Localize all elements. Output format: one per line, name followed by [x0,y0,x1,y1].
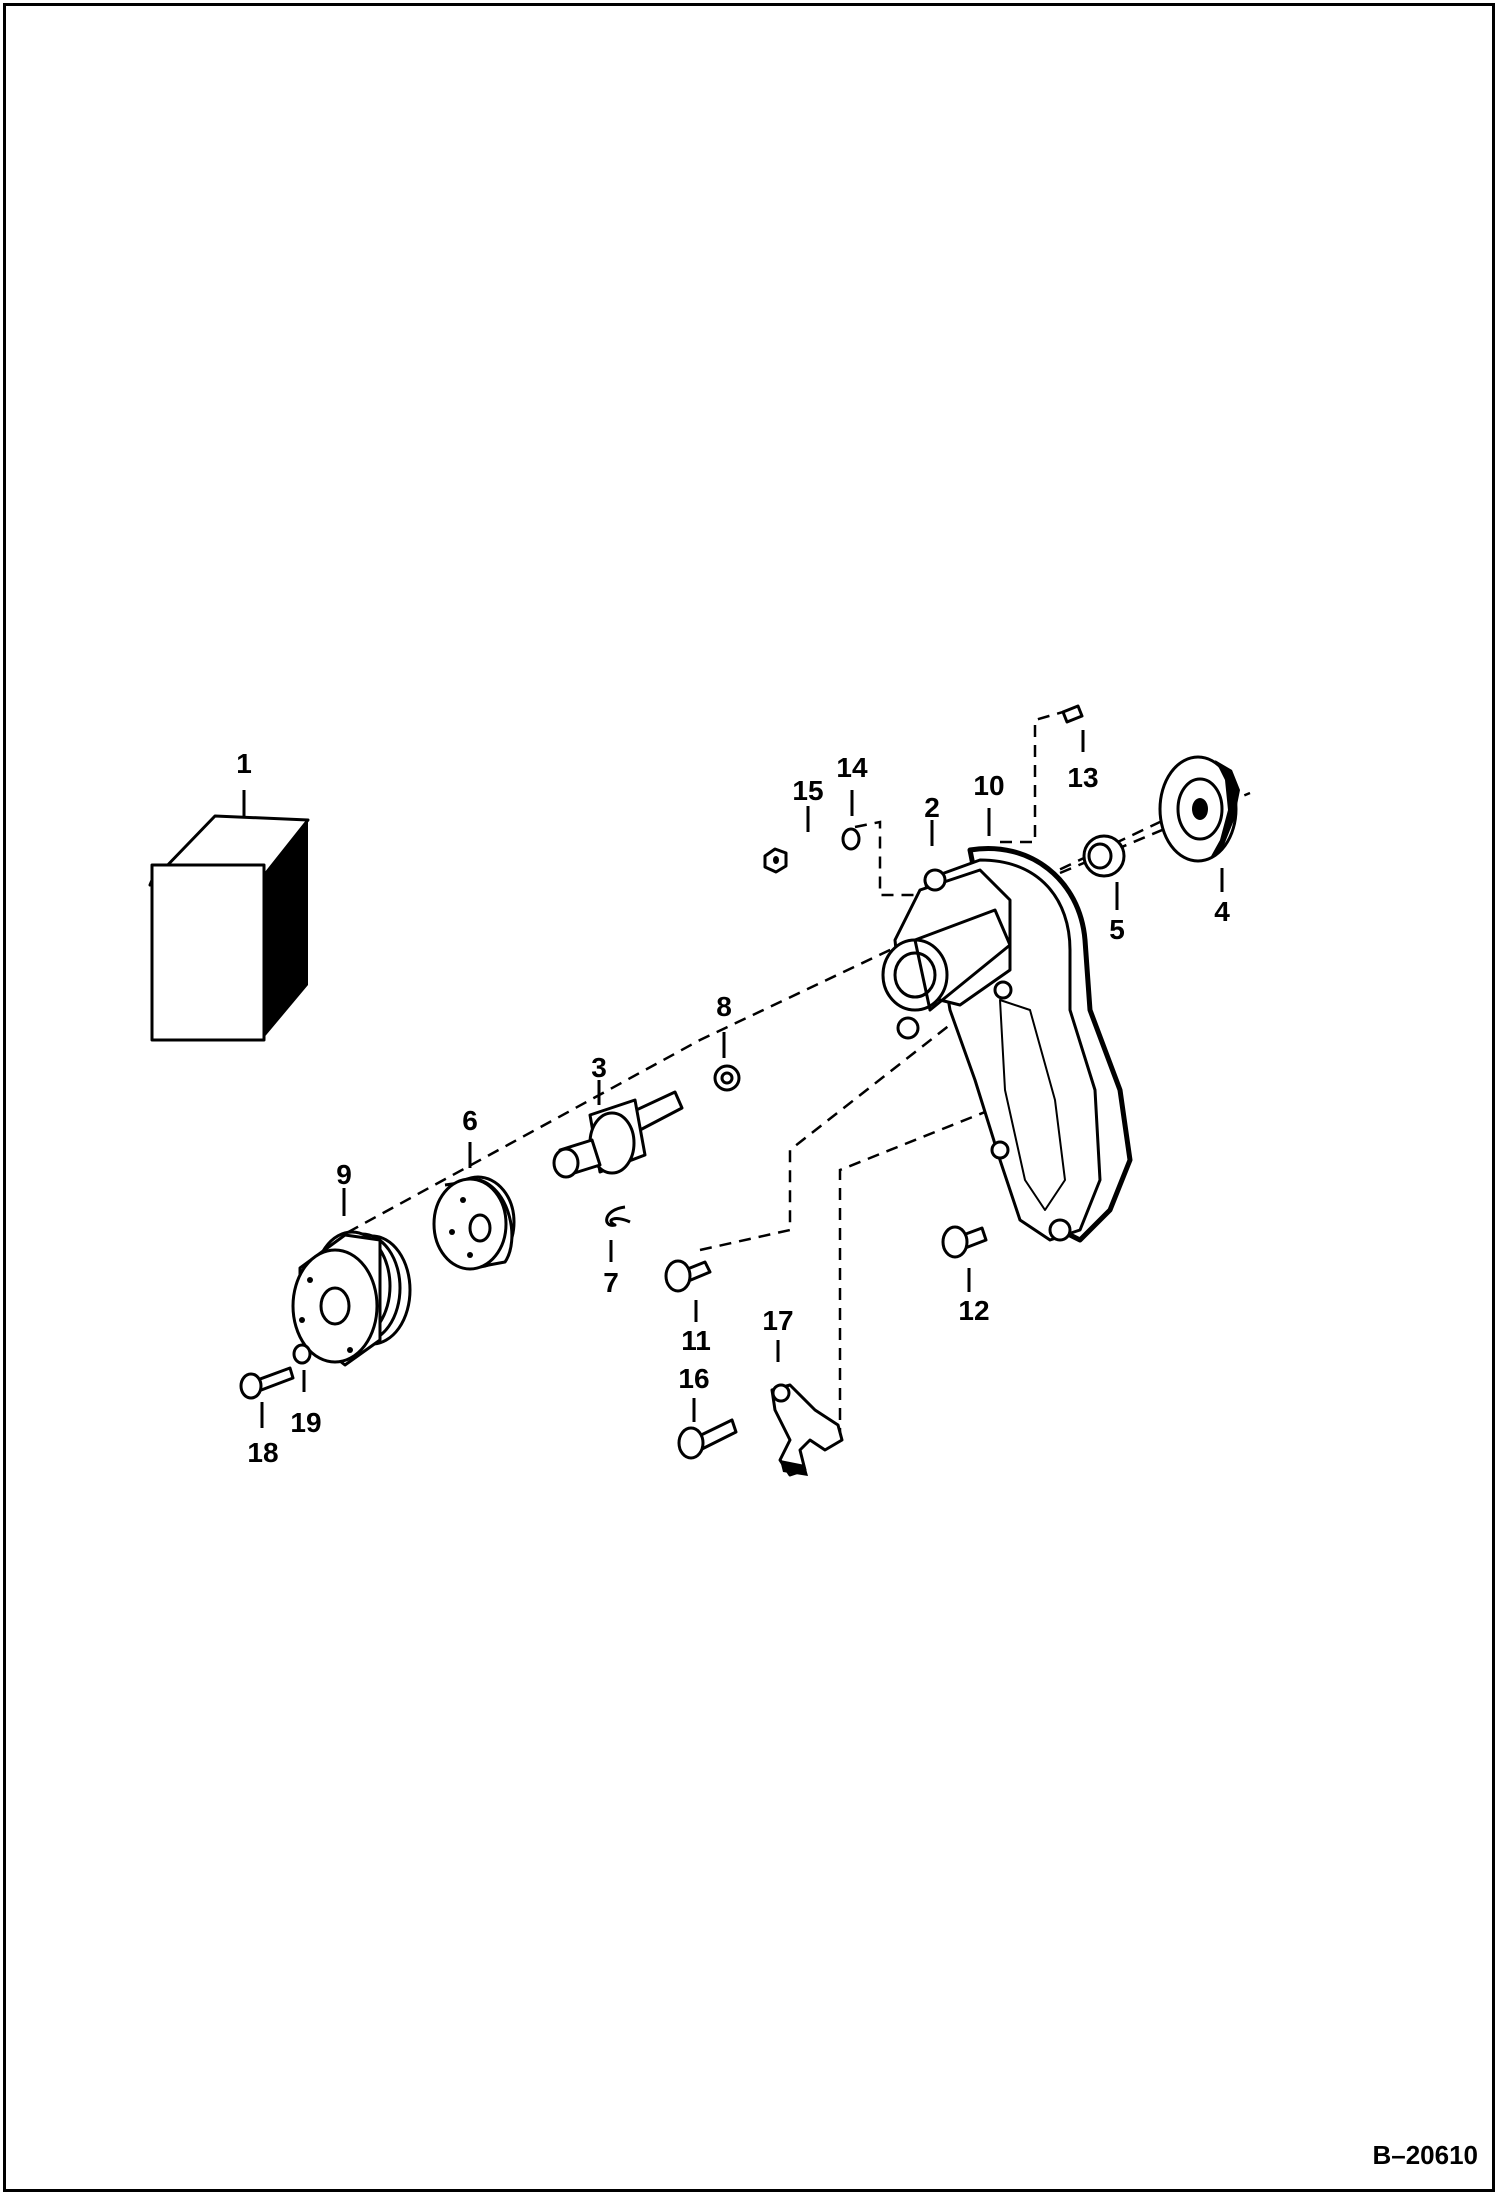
callout-15: 15 [792,775,823,806]
callout-5: 5 [1109,914,1125,945]
callout-2: 2 [924,792,940,823]
callout-4: 4 [1214,896,1230,927]
figure-id: B–20610 [1372,2140,1478,2170]
part-1-kit-box [148,790,310,1042]
callout-13: 13 [1067,762,1098,793]
part-9-pulley [291,1188,412,1367]
callout-3: 3 [591,1052,607,1083]
callout-12: 12 [958,1295,989,1326]
part-2-pump-housing [881,808,1133,1243]
part-12-bolt [941,1225,988,1292]
callout-6: 6 [462,1105,478,1136]
part-11-bolt [664,1259,712,1322]
callout-19: 19 [290,1407,321,1438]
callout-11: 11 [681,1325,711,1356]
callout-7: 7 [603,1267,619,1298]
part-13-stud [1061,704,1085,752]
callout-18: 18 [247,1437,278,1468]
part-14-lock-washer [841,790,861,851]
part-17-bracket [770,1340,844,1477]
diagram-frame [3,3,1495,2192]
callout-17: 17 [762,1305,793,1336]
callout-16: 16 [678,1363,709,1394]
part-8-washer [713,1032,741,1092]
part-18-bolt [239,1366,295,1428]
part-3-shaft-bearing [552,1080,684,1179]
callout-1: 1 [236,748,252,779]
part-6-hub-flange [432,1142,516,1271]
part-7-snap-ring [605,1205,631,1262]
part-16-bolt [677,1398,738,1460]
part-19-washer [292,1343,312,1392]
callout-9: 9 [336,1159,352,1190]
callout-labels: 1 2 3 4 5 6 7 8 9 10 11 12 13 14 15 16 1… [236,748,1230,1468]
callout-14: 14 [836,752,868,783]
part-15-nut [763,806,810,874]
callout-8: 8 [716,991,732,1022]
part-4-impeller [1158,755,1240,892]
callout-10: 10 [973,770,1004,801]
part-5-seal [1082,834,1126,910]
